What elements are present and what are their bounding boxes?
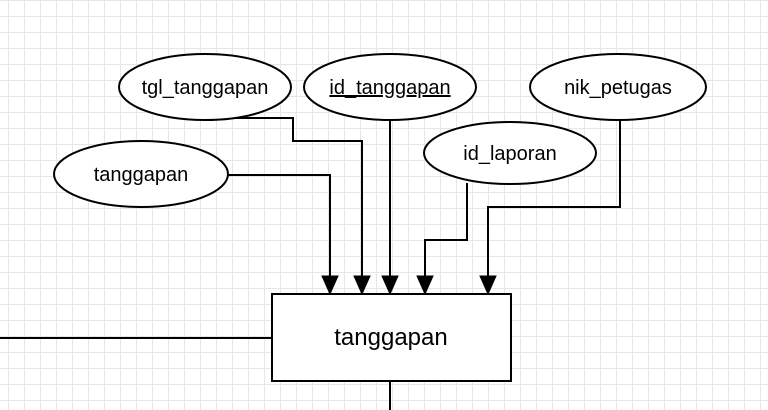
- attribute-tanggapan[interactable]: tanggapan: [53, 140, 229, 208]
- arrowhead-id-laporan: [416, 275, 434, 296]
- attribute-label: id_laporan: [463, 143, 556, 165]
- connector-tanggapan-attr: [228, 174, 331, 278]
- attribute-label-primary-key: id_tanggapan: [329, 77, 450, 99]
- attribute-ellipse: [423, 121, 597, 185]
- connector-tgl-tanggapan: [220, 117, 363, 278]
- attribute-ellipse: [529, 53, 707, 121]
- arrowhead-tanggapan-attr: [321, 275, 339, 296]
- connectors: [0, 117, 621, 410]
- arrowhead-nik-petugas: [479, 275, 497, 296]
- attribute-label: tanggapan: [94, 164, 189, 186]
- attribute-tgl-tanggapan[interactable]: tgl_tanggapan: [118, 53, 292, 121]
- entity-box: [271, 293, 512, 382]
- arrowheads: [321, 275, 497, 296]
- entity-label: tanggapan: [334, 324, 447, 351]
- connector-nik-petugas: [487, 120, 621, 278]
- entity-tanggapan[interactable]: tanggapan: [271, 293, 512, 382]
- arrowhead-tgl-tanggapan: [353, 275, 371, 296]
- attribute-ellipse: [303, 53, 477, 121]
- connector-id-laporan: [424, 183, 468, 278]
- attribute-label: tgl_tanggapan: [142, 77, 269, 99]
- attribute-nik-petugas[interactable]: nik_petugas: [529, 53, 707, 121]
- attribute-ellipse: [53, 140, 229, 208]
- attribute-label: nik_petugas: [564, 77, 672, 99]
- attribute-ellipse: [118, 53, 292, 121]
- attribute-id-laporan[interactable]: id_laporan: [423, 121, 597, 185]
- arrowhead-id-tanggapan: [381, 275, 399, 296]
- attribute-id-tanggapan[interactable]: id_tanggapan: [303, 53, 477, 121]
